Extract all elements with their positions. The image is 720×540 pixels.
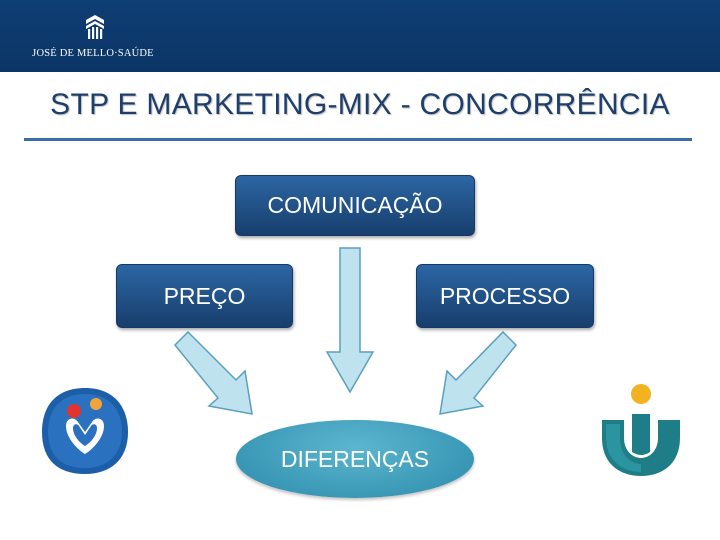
company-logo: JOSÉ DE MELLO·SAÚDE: [28, 8, 158, 64]
cuf-style-logo: [602, 384, 680, 476]
arrow-diagonal-right: [439, 330, 518, 415]
arrow-diagonal-left: [173, 330, 253, 415]
ellipse-diferencas: DIFERENÇAS: [236, 420, 474, 498]
box-comunicacao: COMUNICAÇÃO: [235, 175, 475, 236]
box-processo: PROCESSO: [416, 264, 594, 328]
logo-text: JOSÉ DE MELLO·SAÚDE: [32, 48, 154, 59]
mother-child-logo: [42, 388, 128, 474]
header-bar: JOSÉ DE MELLO·SAÚDE: [0, 0, 720, 72]
slide-title: STP E MARKETING-MIX - CONCORRÊNCIA: [50, 88, 670, 121]
title-underline: [24, 138, 692, 141]
box-preco: PREÇO: [116, 264, 293, 328]
arrow-down-center: [325, 247, 375, 394]
jose-de-mello-logo-mark: [86, 15, 104, 39]
